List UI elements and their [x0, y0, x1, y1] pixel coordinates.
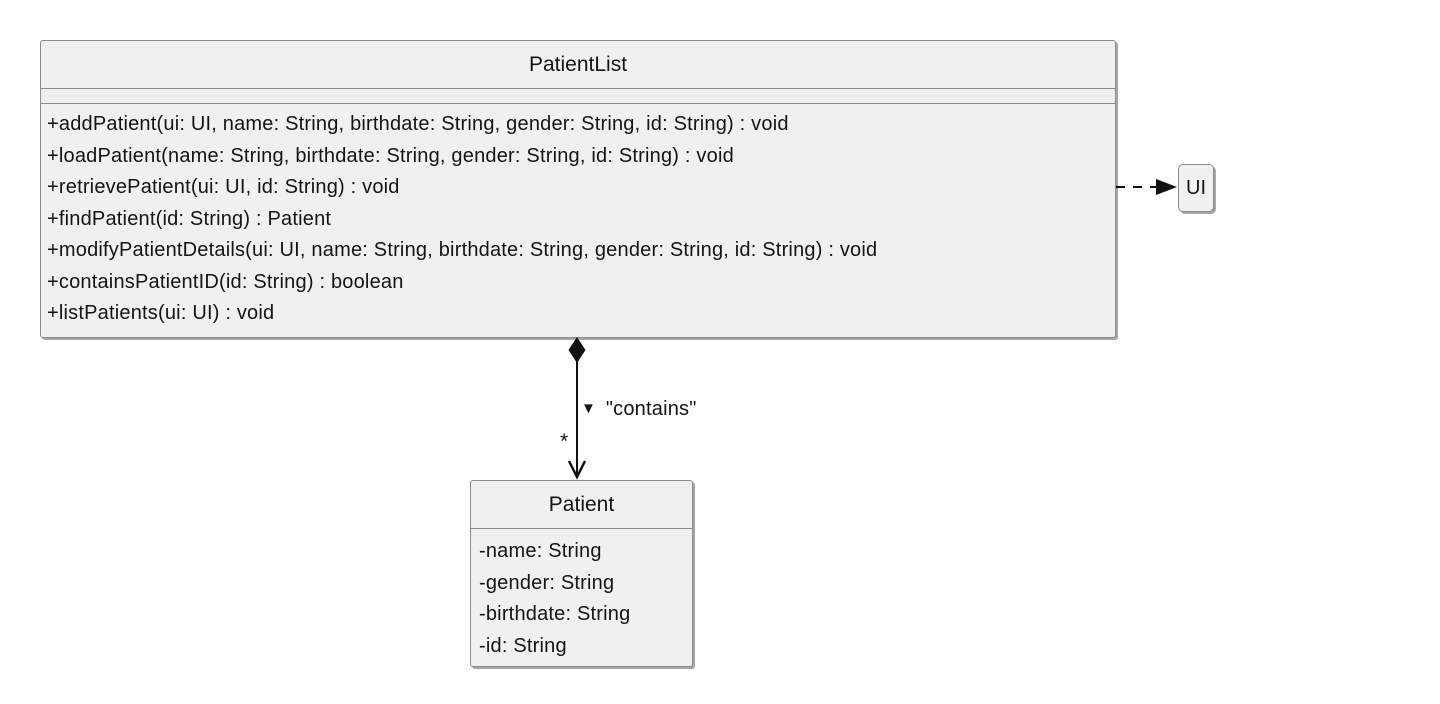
method-item: +retrievePatient(ui: UI, id: String) : v…: [47, 176, 400, 198]
attribute-item: -gender: String: [479, 571, 615, 594]
class-title-patientlist: PatientList: [41, 41, 1115, 89]
attribute-item: -birthdate: String: [479, 603, 631, 625]
open-arrowhead-icon: [567, 460, 587, 480]
attribute-item: -name: String: [479, 540, 602, 562]
attribute-item: -id: String: [479, 634, 567, 657]
class-box-patientlist: PatientList +addPatient(ui: UI, name: St…: [40, 40, 1116, 338]
attributes-compartment-empty: [41, 89, 1115, 104]
method-item: +modifyPatientDetails(ui: UI, name: Stri…: [47, 239, 878, 261]
multiplicity-label: *: [560, 430, 569, 453]
class-box-ui: UI: [1178, 164, 1214, 212]
method-item: +loadPatient(name: String, birthdate: St…: [47, 144, 734, 167]
dependency-arrowhead-icon: [1156, 179, 1177, 195]
attributes-compartment: -name: String -gender: String -birthdate: …: [471, 529, 692, 669]
relationship-name: "contains": [605, 398, 697, 420]
method-item: +containsPatientID(id: String) : boolean: [47, 270, 404, 293]
method-item: +listPatients(ui: UI) : void: [47, 302, 275, 324]
method-item: +findPatient(id: String) : Patient: [47, 207, 332, 230]
methods-compartment: +addPatient(ui: UI, name: String, birthd…: [41, 104, 1115, 335]
class-box-patient: Patient -name: String -gender: String -bir…: [470, 480, 693, 667]
composition-diamond-icon: [568, 337, 586, 363]
direction-marker-icon: ▼: [581, 400, 596, 417]
method-item: +addPatient(ui: UI, name: String, birthd…: [47, 113, 789, 135]
class-title-patient: Patient: [471, 481, 692, 529]
relationship-label: ▼ "contains": [581, 398, 697, 420]
